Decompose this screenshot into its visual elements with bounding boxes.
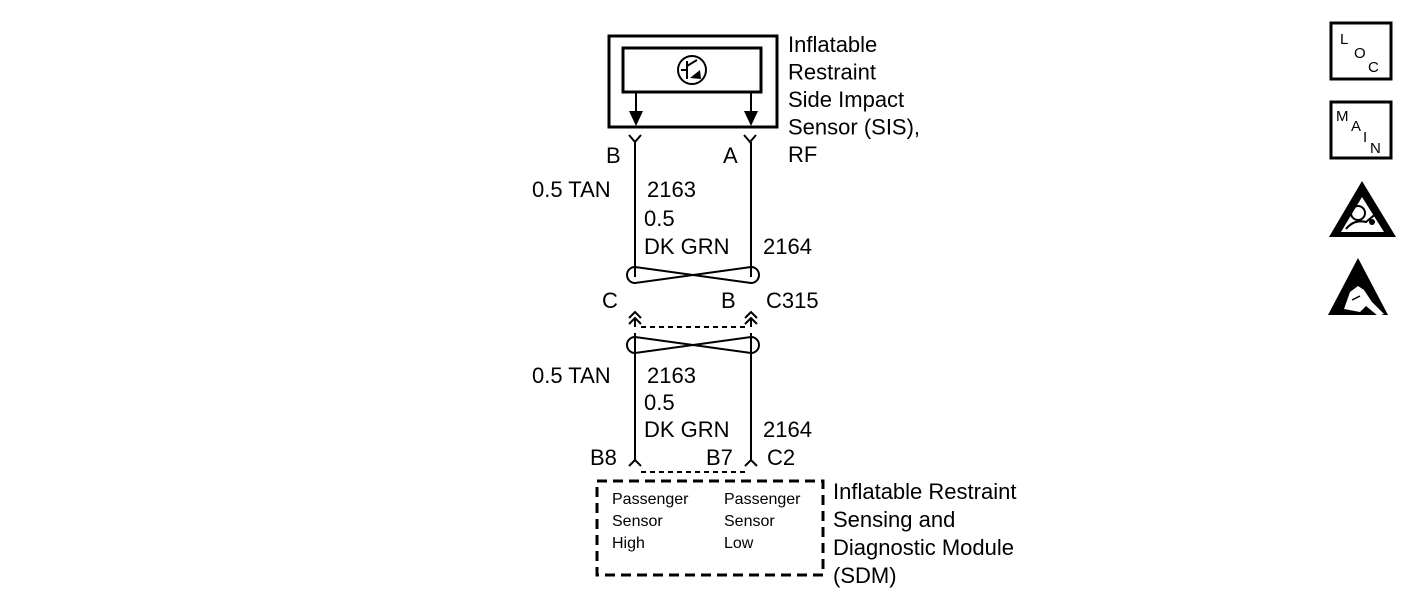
sdm-input-low: Passenger Sensor Low: [724, 491, 805, 552]
sdm-connector-c2: C2: [767, 445, 795, 470]
svg-text:I: I: [1363, 129, 1367, 146]
sdm-pin-b8: B8: [590, 445, 617, 470]
twisted-pair-lower-icon: [626, 335, 760, 355]
sensor-symbol-icon: [677, 55, 707, 85]
svg-text:N: N: [1370, 140, 1381, 157]
svg-text:L: L: [1340, 31, 1348, 48]
svg-text:C: C: [1368, 59, 1379, 76]
lower-wire-right-circuit: 2164: [763, 417, 812, 442]
svg-text:A: A: [1351, 118, 1361, 135]
sdm-terminals: [628, 458, 758, 473]
airbag-warning-icon: [1329, 181, 1396, 237]
sis-lead-arrows: [629, 92, 758, 126]
sis-sensor: Inflatable Restraint Side Impact Sensor …: [607, 32, 926, 167]
sis-outer-box: [607, 34, 779, 129]
upper-wire-left-gauge-color: 0.5 TAN: [532, 177, 611, 202]
sdm-module: Passenger Sensor High Passenger Sensor L…: [595, 479, 1023, 588]
main-icon[interactable]: M A I N: [1329, 100, 1393, 160]
sis-pin-b: B: [606, 143, 621, 168]
sis-terminals: [628, 134, 757, 144]
upper-wire-right-color: DK GRN: [644, 234, 730, 259]
c315-name: C315: [766, 288, 819, 313]
sdm-input-high: Passenger Sensor High: [612, 491, 693, 552]
lower-wire-right-color: DK GRN: [644, 417, 730, 442]
upper-wire-right-gauge: 0.5: [644, 206, 675, 231]
sdm-name: Inflatable Restraint Sensing and Diagnos…: [833, 479, 1023, 588]
twisted-pair-upper-icon: [626, 265, 760, 285]
lower-wire-left-circuit: 2163: [647, 363, 696, 388]
lower-wire-left-gauge-color: 0.5 TAN: [532, 363, 611, 388]
c315-pin-b: B: [721, 288, 736, 313]
sis-name: Inflatable Restraint Side Impact Sensor …: [788, 32, 926, 167]
upper-wire-left-circuit: 2163: [647, 177, 696, 202]
lower-wire-right-gauge: 0.5: [644, 390, 675, 415]
sdm-box: [595, 479, 825, 577]
loc-icon[interactable]: L O C: [1329, 21, 1393, 81]
connector-c315: [628, 310, 758, 328]
sdm-pin-b7: B7: [706, 445, 733, 470]
wires: [634, 142, 752, 460]
svg-text:M: M: [1336, 108, 1349, 125]
c315-pin-c: C: [602, 288, 618, 313]
svg-text:O: O: [1354, 45, 1366, 62]
esd-warning-icon: [1328, 258, 1388, 316]
sis-pin-a: A: [723, 143, 738, 168]
upper-wire-right-circuit: 2164: [763, 234, 812, 259]
sis-inner-box: [621, 46, 763, 94]
